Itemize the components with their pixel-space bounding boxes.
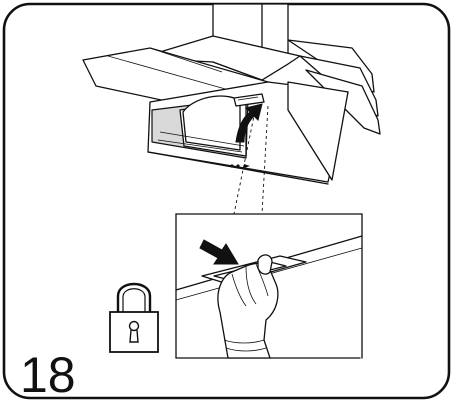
hand-illustration bbox=[217, 254, 279, 359]
curved-arrow-icon bbox=[235, 103, 263, 143]
padlock-locked-icon bbox=[109, 282, 159, 353]
cooker-hood-illustration bbox=[82, 3, 381, 185]
callout-line-right bbox=[261, 105, 269, 215]
detail-view bbox=[175, 213, 363, 359]
push-arrow-icon bbox=[199, 239, 239, 265]
step-number: 18 bbox=[20, 347, 76, 402]
callout-line-left bbox=[233, 105, 257, 215]
